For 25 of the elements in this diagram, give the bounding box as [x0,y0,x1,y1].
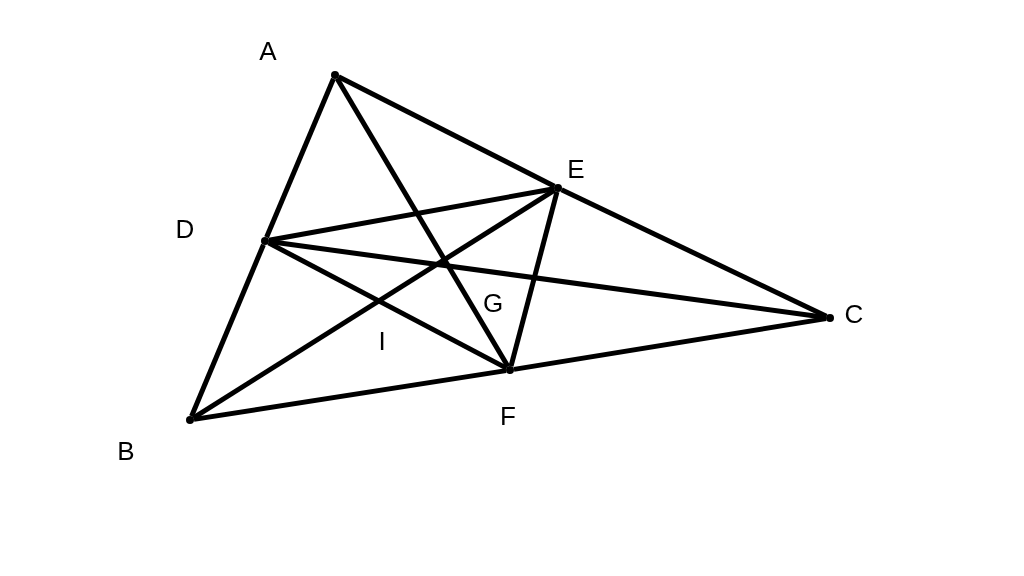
line-segment [337,74,556,189]
line-segment [513,316,827,372]
vertex-point [331,71,339,79]
line-segment [268,239,827,320]
vertex-point [186,416,194,424]
vertex-point [554,184,562,192]
point-label: C [844,301,864,327]
line-segment [508,191,560,367]
line-segment [189,243,266,418]
line-segment [264,77,336,239]
line-segment [192,188,556,420]
point-label: B [117,438,135,464]
vertex-point [261,237,269,245]
line-segment [268,186,555,243]
vertex-point [506,366,514,374]
point-label: D [175,216,195,242]
point-label: F [500,403,516,429]
point-label: A [259,38,277,64]
point-label: G [482,290,504,316]
line-segment [267,240,508,371]
line-segment [193,368,507,422]
point-label: I [378,328,386,354]
line-segment [334,77,511,368]
point-label: E [567,156,585,182]
vertex-point [826,314,834,322]
